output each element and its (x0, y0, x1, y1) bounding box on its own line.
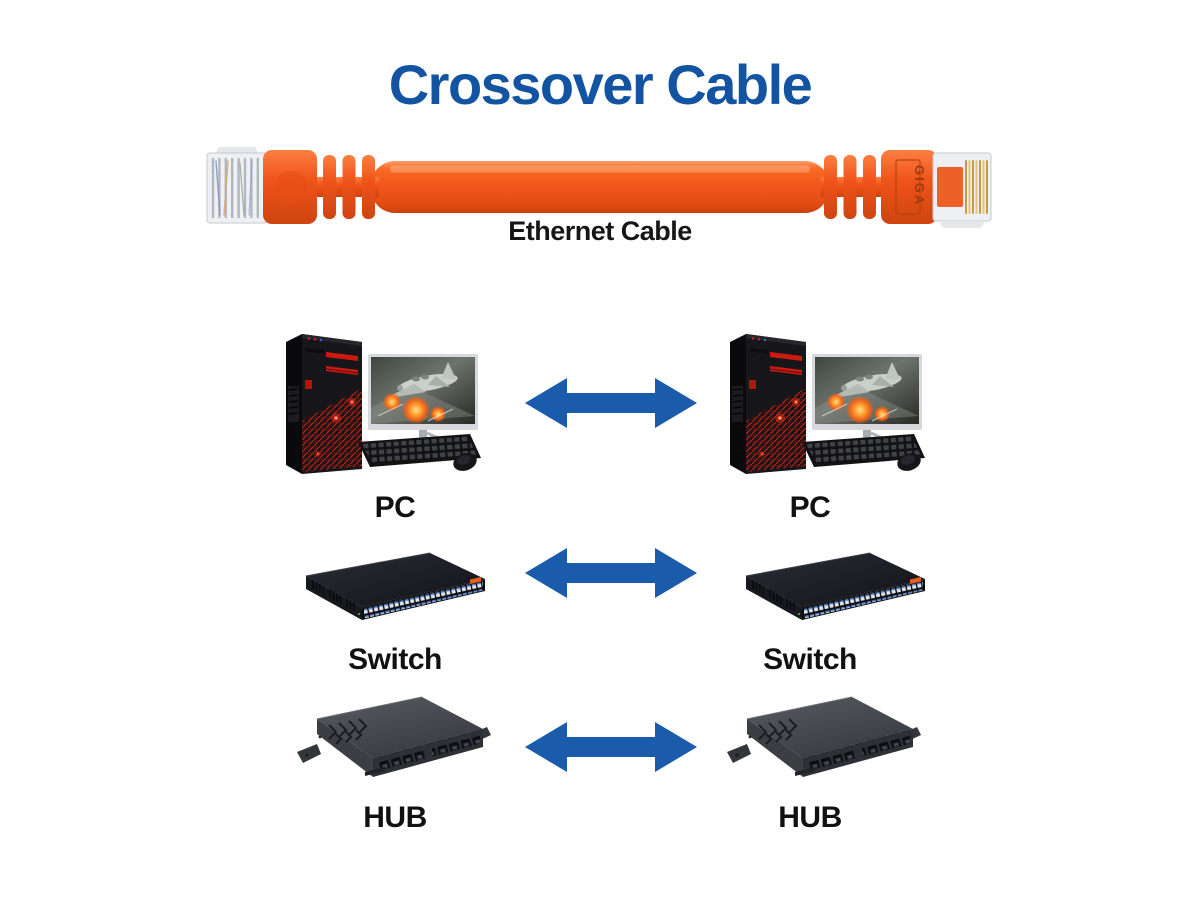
pc-right-image (728, 332, 927, 476)
pc-right-label: PC (789, 491, 831, 524)
page-title: Crossover Cable (388, 53, 813, 116)
switch-left-label: Switch (348, 643, 442, 676)
hub-left-label: HUB (363, 801, 427, 834)
switch-right-image (745, 552, 926, 621)
hub-arrow-icon (525, 722, 697, 772)
pc-left-label: PC (374, 491, 416, 524)
hub-right-image (726, 696, 922, 778)
switch-left-image (305, 552, 486, 621)
pc-arrow-icon (525, 378, 697, 428)
hub-right-label: HUB (778, 801, 842, 834)
switch-right-label: Switch (763, 643, 857, 676)
cable-art: GIGA (206, 147, 992, 228)
cable-label: Ethernet Cable (508, 216, 692, 246)
arrow-shape (525, 548, 697, 598)
ethernet-cable-image: GIGA (205, 141, 995, 233)
arrow-shape (525, 378, 697, 428)
arrow-shape (525, 722, 697, 772)
switch-arrow-icon (525, 548, 697, 598)
hub-left-image (296, 696, 492, 778)
cable-boot-text: GIGA (912, 165, 927, 206)
pc-left-image (284, 332, 483, 476)
